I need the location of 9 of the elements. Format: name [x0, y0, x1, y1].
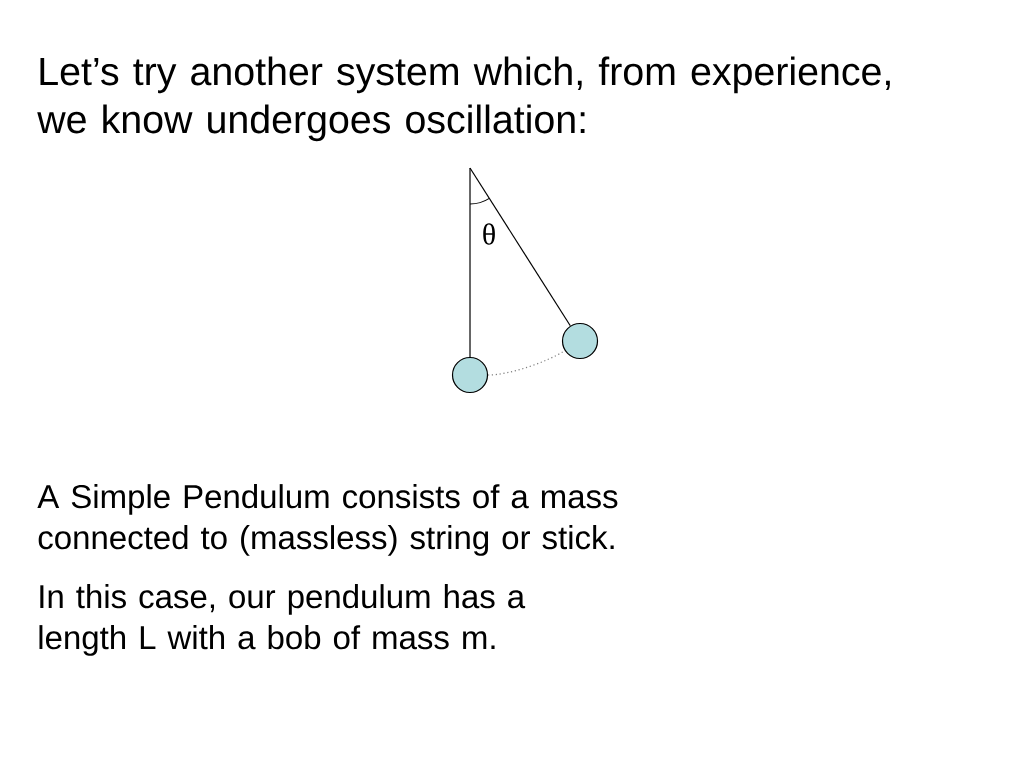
string-line	[469, 167, 471, 358]
title: Let’s try another system which, from experience, we know undergoes oscillation:	[37, 56, 890, 142]
pendulum-bob	[451, 356, 489, 394]
swing-path	[487, 350, 566, 376]
string-line	[469, 167, 571, 327]
paragraph: In this case, our pendulum has a length L with a bob of mass m.	[39, 584, 526, 656]
pendulum-bob	[561, 322, 599, 360]
paragraph: A Simple Pendulum consists of a mass connected to (massless) string or stick.	[37, 484, 618, 556]
angle-label: θ	[483, 223, 495, 245]
